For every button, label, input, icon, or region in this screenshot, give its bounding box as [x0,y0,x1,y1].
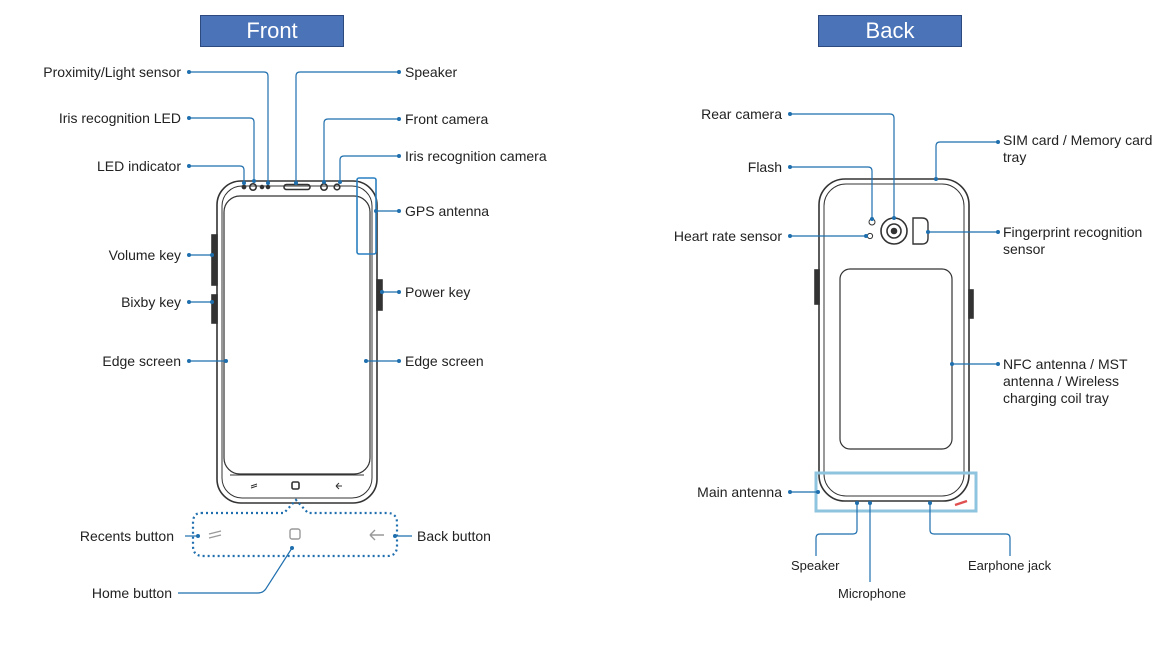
label-nfc-line2: antenna / Wireless [1003,373,1119,389]
front-tab[interactable]: Front [200,15,344,47]
label-edge-screen-left: Edge screen [102,353,181,369]
label-gps-antenna: GPS antenna [405,203,490,219]
label-led-indicator: LED indicator [96,158,181,174]
label-speaker-front: Speaker [405,64,458,80]
front-phone [211,180,383,504]
label-nfc-line1: NFC antenna / MST [1003,356,1128,372]
label-microphone: Microphone [838,586,906,601]
label-rear-camera: Rear camera [701,106,782,122]
main-antenna-highlight [814,471,978,513]
label-speaker-back: Speaker [791,558,840,573]
label-iris-recognition-camera: Iris recognition camera [405,148,547,164]
label-home-button: Home button [91,585,172,601]
back-phone [814,178,974,502]
label-sim-card-tray-line2: tray [1003,149,1027,165]
label-back-button: Back button [417,528,491,544]
label-fingerprint-line1: Fingerprint recognition [1003,224,1143,240]
label-volume-key: Volume key [108,247,181,263]
label-front-camera: Front camera [405,111,489,127]
front-leaders [178,71,412,594]
back-tab[interactable]: Back [818,15,962,47]
back-leaders [790,113,1011,582]
label-edge-screen-right: Edge screen [405,353,484,369]
label-main-antenna: Main antenna [697,484,782,500]
label-flash: Flash [747,159,782,175]
label-fingerprint-line2: sensor [1003,241,1046,257]
label-nfc-line3: charging coil tray [1003,390,1109,406]
nav-bar-callout [191,498,399,558]
label-recents-button: Recents button [79,528,174,544]
label-heart-rate-sensor: Heart rate sensor [673,228,782,244]
label-earphone-jack: Earphone jack [968,558,1052,573]
label-iris-recognition-led: Iris recognition LED [58,110,181,126]
label-proximity-light-sensor: Proximity/Light sensor [43,64,181,80]
label-bixby-key: Bixby key [121,294,181,310]
label-power-key: Power key [405,284,471,300]
gps-antenna-highlight [356,177,377,255]
label-sim-card-tray-line1: SIM card / Memory card [1003,132,1153,148]
